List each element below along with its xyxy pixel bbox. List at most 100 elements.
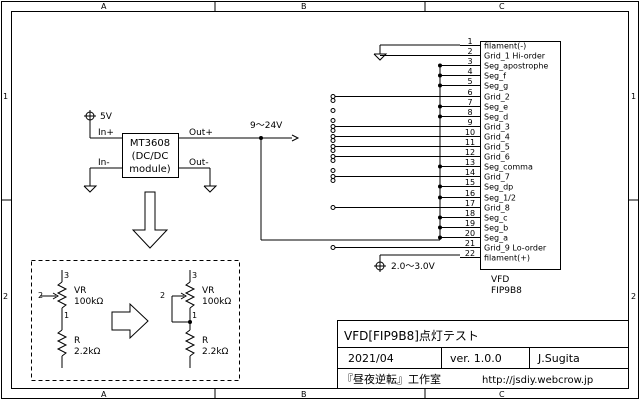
title-text: VFD[FIP9B8]点灯テスト [344, 329, 479, 343]
inset-box [31, 260, 240, 381]
grid-terminal [330, 245, 336, 250]
ground-out-symbol [178, 167, 218, 193]
open-terminal [330, 128, 336, 133]
pin-out-plus-label: Out+ [189, 128, 213, 138]
vfd-pin-number: 21 [465, 239, 475, 248]
vfd-pin-name: Grid_2 [484, 93, 510, 102]
vfd-pin-number: 8 [467, 108, 472, 117]
segment-junction [438, 83, 442, 88]
vfd-pin-name: Grid_9 Lo-order [484, 244, 547, 253]
vfd-pin-number: 19 [465, 219, 475, 228]
vfd-pin-name: Seg_b [484, 224, 508, 233]
vfd-pin-number: 6 [467, 88, 472, 97]
inset-left-circuit [40, 270, 68, 368]
inset-left-pin1: 1 [64, 311, 69, 320]
right-arrow-icon [111, 302, 149, 340]
grid-terminal [330, 134, 336, 139]
vfd-pin-number: 14 [465, 168, 475, 177]
vfd-pin-name: Grid_5 [484, 143, 510, 152]
grid-terminal [330, 144, 336, 149]
vfd-pin-name: Seg_g [484, 82, 508, 91]
vfil-label: 2.0～3.0V [391, 262, 436, 272]
vfd-part-line1: VFD [491, 275, 509, 285]
open-terminal [330, 98, 336, 103]
grid-net [330, 55, 460, 250]
vfd-pin-name: filament(+) [484, 254, 530, 263]
inset-right-vr-label: VR [202, 286, 214, 296]
vfd-pin-number: 12 [465, 148, 475, 157]
zone-label-a-bottom: A [101, 390, 107, 399]
inset-right-r-value: 2.2kΩ [202, 347, 229, 357]
inset-left-vr-label: VR [74, 286, 86, 296]
grid-terminal [330, 124, 336, 129]
author-text: J.Sugita [537, 352, 580, 365]
inset-right-vr-value: 100kΩ [202, 297, 231, 307]
zone-label-2-left: 2 [3, 292, 8, 301]
open-terminal [330, 108, 336, 113]
ground-filament-symbol [373, 44, 460, 61]
vfd-pin-name: filament(-) [484, 42, 526, 51]
vfd-pin-number: 16 [465, 189, 475, 198]
open-terminal [330, 178, 336, 183]
junction-hv [259, 136, 263, 140]
segment-junction [438, 114, 442, 119]
segment-junction [438, 184, 442, 189]
grid-terminal [330, 94, 336, 99]
segment-junction [438, 73, 442, 78]
vfd-pin-name: Seg_e [484, 103, 508, 112]
vfil-symbol [374, 254, 460, 272]
vfd-pin-number: 13 [465, 158, 475, 167]
inset-left-pin3: 3 [64, 271, 69, 280]
open-terminal [330, 118, 336, 123]
vfd-pin-name: Grid_6 [484, 153, 510, 162]
vfd-pin-name: Seg_apostrophe [484, 62, 548, 71]
vcc-5v-label: 5V [100, 112, 113, 122]
vfd-pin-name: Seg_dp [484, 183, 513, 192]
url-text: http://jsdiy.webcrow.jp [482, 375, 593, 386]
vfd-pin-number: 1 [467, 37, 472, 46]
vfd-pin-name: Grid_1 Hi-order [484, 52, 546, 61]
hv-voltage-label: 9～24V [250, 121, 283, 131]
zone-label-a-top: A [101, 2, 107, 11]
inset-left-vr-value: 100kΩ [74, 297, 103, 307]
vfd-pin-number: 10 [465, 128, 475, 137]
vfd-pin-name: Grid_8 [484, 204, 510, 213]
zone-label-c-bottom: C [499, 390, 505, 399]
vfd-pin-name: Seg_d [484, 113, 508, 122]
inner-border [11, 11, 629, 389]
vfd-pin-number: 17 [465, 199, 475, 208]
zone-label-1-left: 1 [3, 92, 8, 101]
date-text: 2021/04 [348, 352, 394, 365]
mt3608-name: MT3608 [130, 138, 170, 149]
pin-in-minus-label: In- [98, 158, 110, 168]
vfd-pin-number: 20 [465, 229, 475, 238]
zone-label-b-bottom: B [301, 390, 307, 399]
inset-right-junction [188, 320, 192, 324]
zone-label-1-right: 1 [631, 92, 636, 101]
pin-in-plus-label: In+ [98, 128, 114, 138]
pin-out-minus-label: Out- [189, 158, 209, 168]
vfd-pin-name: Seg_f [484, 72, 506, 81]
vfd-pin-name: Seg_1/2 [484, 194, 516, 203]
studio-text: 『昼夜逆転』工作室 [342, 372, 441, 386]
segment-junction [438, 215, 442, 220]
vfd-pin-number: 2 [467, 47, 472, 56]
inset-left-r-value: 2.2kΩ [74, 347, 101, 357]
zone-label-c-top: C [499, 2, 505, 11]
vfd-part-line2: FIP9B8 [491, 286, 522, 296]
segment-junction [438, 104, 442, 109]
open-terminal [330, 158, 336, 163]
segment-junction [438, 164, 442, 169]
inset-right-pin1: 1 [192, 311, 197, 320]
vfd-block [480, 41, 561, 270]
mt3608-desc-2: module) [129, 164, 170, 175]
open-terminal [330, 148, 336, 153]
vfd-pin-number: 4 [467, 67, 472, 76]
vfd-pin-name: Grid_4 [484, 133, 510, 142]
vfd-pin-number: 3 [467, 57, 472, 66]
open-terminal [330, 168, 336, 173]
zone-label-b-top: B [301, 2, 307, 11]
inset-left-r-label: R [74, 336, 80, 346]
vcc-5v-symbol [84, 110, 122, 139]
